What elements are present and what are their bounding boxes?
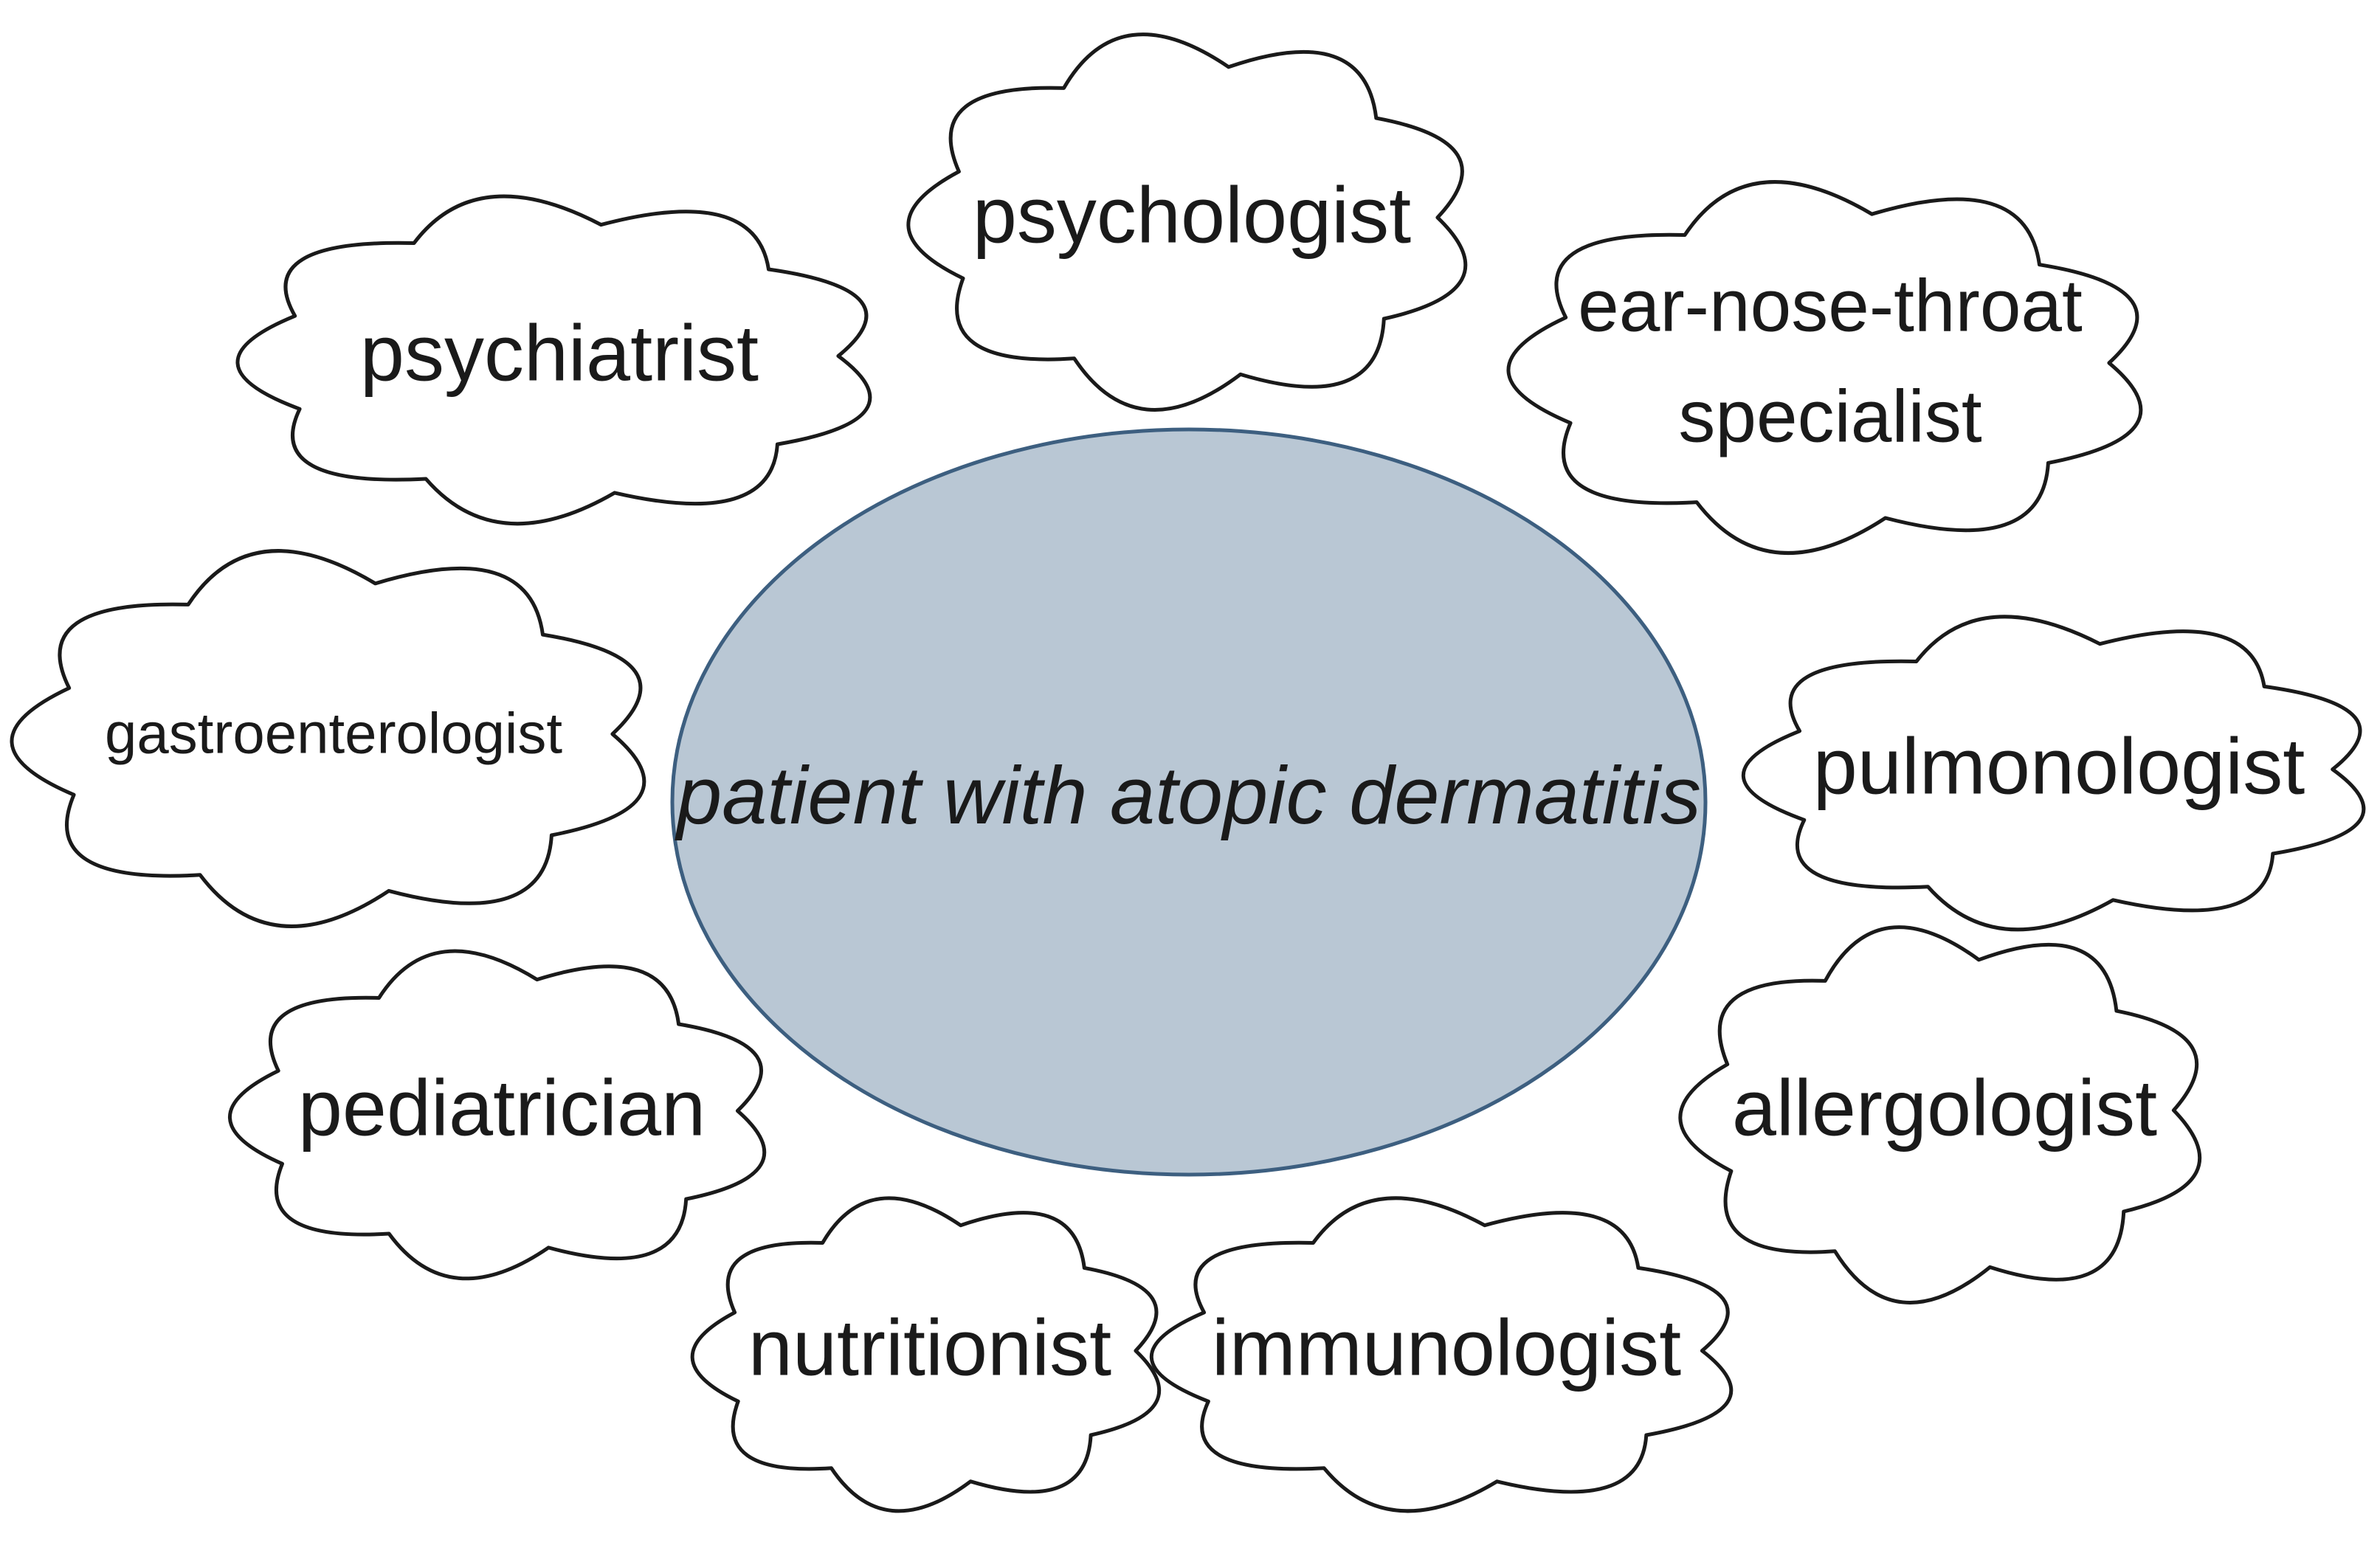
cloud-immunologist: immunologist	[1149, 1196, 1734, 1513]
cloud-shape	[1149, 1196, 1734, 1513]
cloud-shape	[10, 549, 646, 928]
cloud-psychiatrist: psychiatrist	[235, 194, 872, 526]
cloud-nutritionist: nutritionist	[690, 1196, 1161, 1513]
cloud-shape	[1741, 615, 2366, 932]
cloud-psychologist: psychologist	[906, 32, 1468, 412]
center-node: patient with atopic dermatitis	[670, 427, 1708, 1177]
center-ellipse	[670, 427, 1708, 1177]
cloud-pediatrician: pediatrician	[227, 949, 767, 1281]
cloud-shape	[1506, 180, 2143, 555]
cloud-shape	[906, 32, 1468, 412]
cloud-shape	[1678, 925, 2202, 1304]
cloud-label-ear-nose-throat-specialist-1: ear-nose-throat	[1578, 264, 2083, 347]
cloud-label-nutritionist: nutritionist	[748, 1303, 1111, 1392]
cloud-label-pediatrician: pediatrician	[298, 1063, 706, 1153]
clouds-layer: psychologist psychiatrist ear-nose-throat s…	[10, 32, 2366, 1513]
cloud-gastroenterologist: gastroenterologist	[10, 549, 646, 928]
cloud-label-immunologist: immunologist	[1212, 1303, 1681, 1392]
cloud-pulmonologist: pulmonologist	[1741, 615, 2366, 932]
cloud-ear-nose-throat-specialist: ear-nose-throat specialist	[1506, 180, 2143, 555]
cloud-shape	[227, 949, 767, 1281]
cloud-label-ear-nose-throat-specialist-2: specialist	[1678, 375, 1981, 457]
cloud-label-gastroenterologist: gastroenterologist	[105, 701, 562, 766]
cloud-shape	[235, 194, 872, 526]
center-label: patient with atopic dermatitis	[675, 750, 1701, 841]
cloud-label-allergologist: allergologist	[1732, 1063, 2157, 1153]
cloud-label-psychologist: psychologist	[973, 170, 1411, 260]
cloud-allergologist: allergologist	[1678, 925, 2202, 1304]
cloud-label-psychiatrist: psychiatrist	[360, 308, 759, 398]
cloud-label-pulmonologist: pulmonologist	[1813, 722, 2305, 811]
cloud-shape	[690, 1196, 1161, 1513]
